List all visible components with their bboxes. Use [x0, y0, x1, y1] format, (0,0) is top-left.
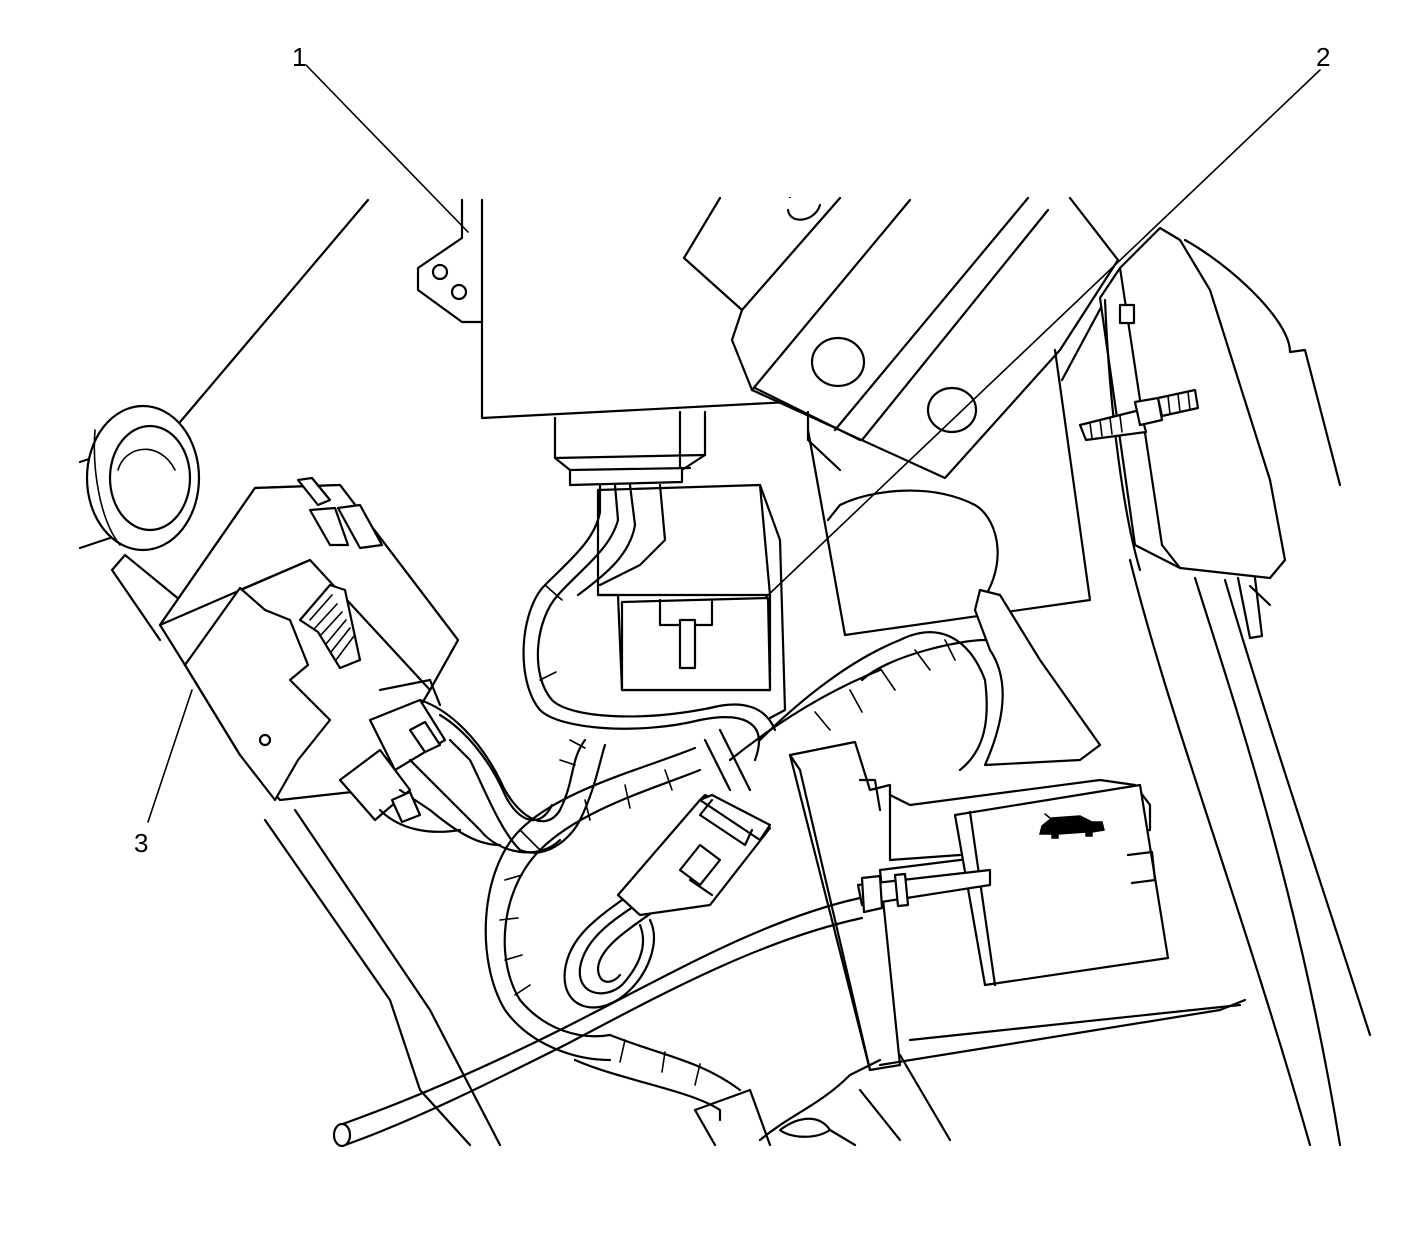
callout-label-2: 2	[1316, 42, 1331, 72]
wire-bundle-lower	[338, 698, 607, 854]
leader-3	[147, 689, 193, 823]
harness-sleeve	[484, 489, 1102, 1122]
lower-right-panel	[788, 740, 1247, 1142]
wire-loop	[563, 878, 672, 1009]
panel-edge-left	[173, 198, 370, 430]
connector-2	[596, 483, 787, 720]
mounting-bracket	[682, 196, 1120, 480]
module-1-connector	[553, 410, 707, 487]
callout-label-3: 3	[134, 828, 149, 858]
right-pillar	[1078, 226, 1372, 1147]
callout-leaders	[147, 64, 1321, 823]
lower-bracket	[693, 1058, 882, 1147]
cable-tie	[856, 788, 992, 914]
grommet	[85, 404, 201, 552]
panel-edge-left-3	[78, 536, 112, 550]
inline-connector	[616, 728, 772, 917]
long-cable	[332, 896, 864, 1148]
vehicle-symbol	[1039, 815, 1105, 839]
leader-2	[764, 69, 1321, 599]
center-panel	[806, 298, 1107, 637]
callout-label-1: 1	[292, 42, 307, 72]
leader-1	[305, 64, 469, 233]
lower-left-panel	[110, 553, 502, 1147]
wire-bundle-upper	[522, 483, 777, 762]
